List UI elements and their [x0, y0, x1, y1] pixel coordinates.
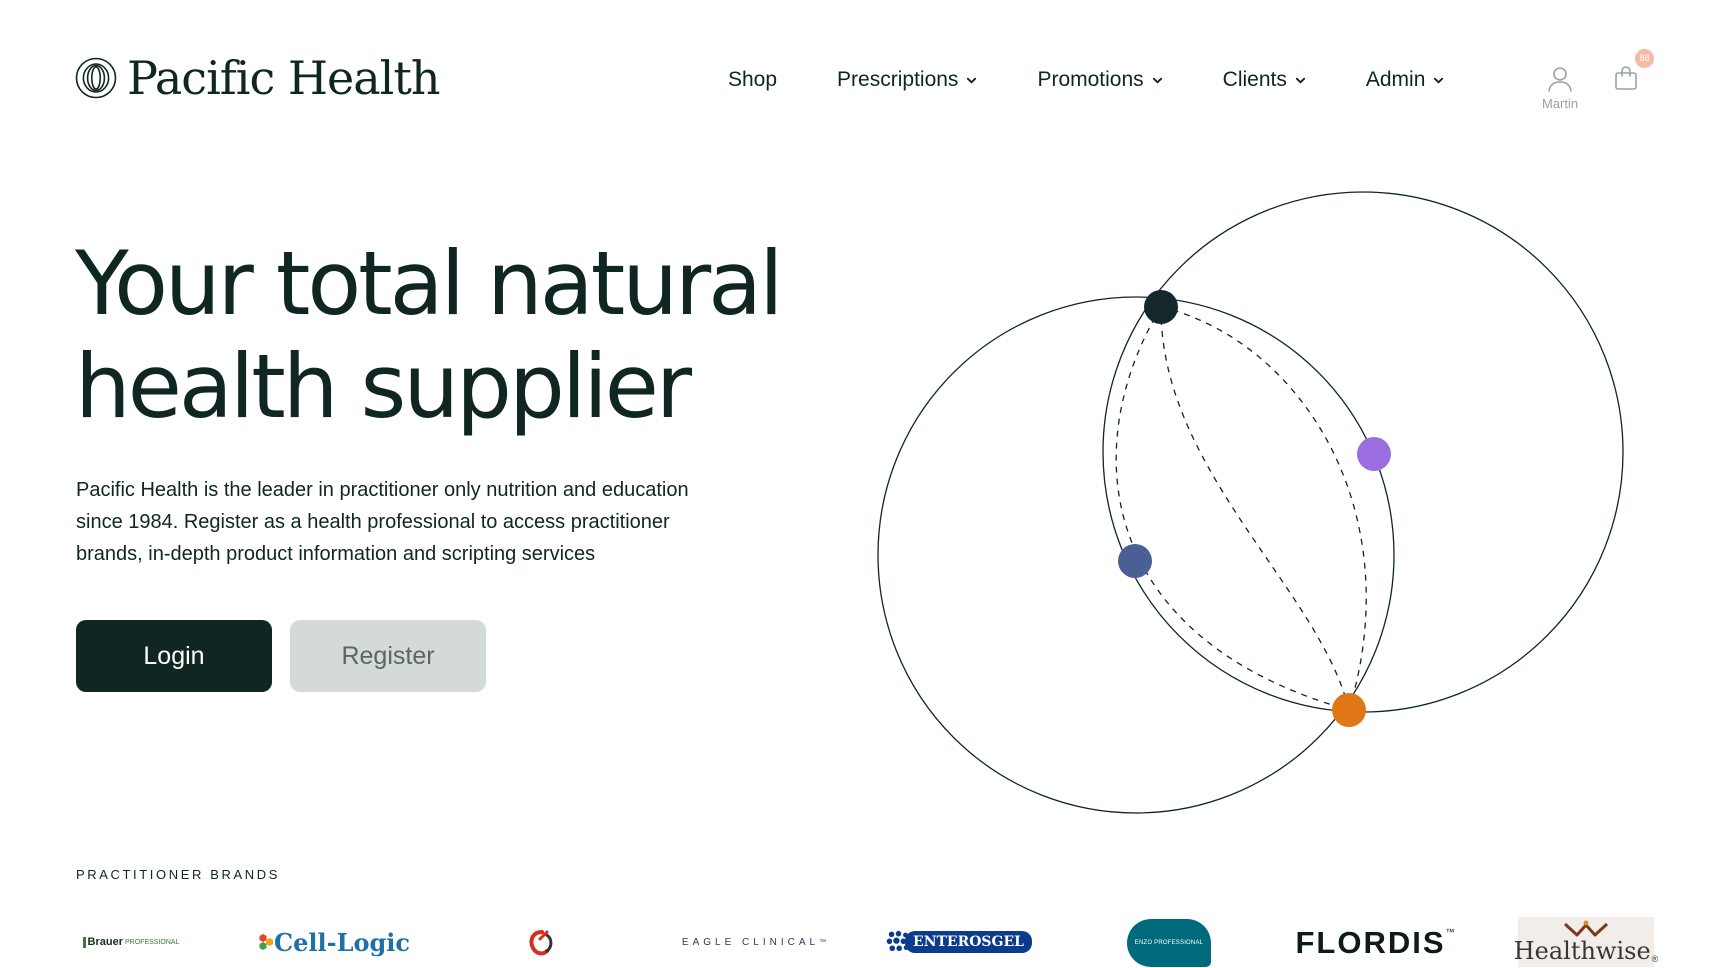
brand-flordis-tm: ™	[1445, 927, 1455, 937]
brand-brauer-sub: PROFESSIONAL	[125, 938, 180, 946]
user-icon	[1548, 67, 1572, 92]
brand-healthwise[interactable]: Healthwise ®	[1514, 917, 1658, 967]
nav-prescriptions-label: Prescriptions	[837, 68, 959, 91]
brand-enterosgel-name: ENTEROSGEL	[905, 931, 1032, 953]
logo-mark-icon	[75, 57, 117, 99]
nav-shop[interactable]: Shop	[728, 68, 777, 92]
illustration-dot-top	[1144, 290, 1178, 324]
chevron-down-icon	[1152, 77, 1162, 83]
brand-healthwise-tm: ®	[1651, 954, 1659, 964]
shopping-bag-icon	[1615, 66, 1637, 90]
brand-enzo-professional-name: ENZO PROFESSIONAL	[1134, 940, 1204, 946]
hero-title-line-2: health supplier	[75, 335, 692, 438]
brand-brauer[interactable]: Brauer PROFESSIONAL	[76, 929, 186, 955]
hero-illustration	[877, 191, 1624, 814]
brauer-mark-icon	[82, 936, 86, 948]
nav-promotions-label: Promotions	[1037, 68, 1144, 91]
account-name: Martin	[1541, 96, 1579, 111]
designs-for-health-logo-icon	[529, 930, 553, 956]
cell-logic-mark-icon	[259, 933, 274, 951]
nav-shop-label: Shop	[728, 68, 778, 91]
account-button[interactable]: Martin	[1530, 64, 1590, 111]
brand-name: Pacific Health	[127, 51, 440, 105]
brand-brauer-name: Brauer	[87, 936, 123, 948]
illustration-dot-left	[1118, 544, 1152, 578]
register-button[interactable]: Register	[290, 620, 486, 692]
main-nav: Shop Prescriptions Promotions Clients Ad…	[728, 68, 1444, 92]
illustration-circle-left	[877, 296, 1395, 814]
brand-eagle-clinical[interactable]: EAGLE CLINICAL ™	[676, 929, 826, 955]
cart-count-badge: 88	[1635, 49, 1654, 68]
brand-enzo-professional[interactable]: ENZO PROFESSIONAL	[1127, 919, 1211, 967]
cart-button[interactable]: 88	[1612, 49, 1654, 96]
nav-clients-label: Clients	[1222, 68, 1287, 91]
brand-healthwise-name: Healthwise	[1513, 937, 1651, 965]
brand-flordis-name: FLORDIS	[1295, 925, 1446, 960]
brand-cell-logic-name: Cell-Logic	[274, 927, 410, 957]
site-header: Pacific Health Shop Prescriptions Promot…	[0, 0, 1720, 165]
hero-title-line-1: Your total natural	[75, 232, 784, 335]
illustration-dot-bottom	[1332, 693, 1366, 727]
nav-admin-label: Admin	[1365, 68, 1426, 91]
illustration-dot-right	[1357, 437, 1391, 471]
brand-enterosgel[interactable]: ENTEROSGEL	[886, 925, 1032, 959]
chevron-down-icon	[967, 77, 977, 83]
login-button[interactable]: Login	[76, 620, 272, 692]
brand-flordis[interactable]: FLORDIS ™	[1295, 923, 1454, 963]
brand-cell-logic[interactable]: Cell-Logic	[258, 921, 410, 963]
hero-title: Your total natural health supplier	[75, 232, 835, 438]
brands-title: PRACTITIONER BRANDS	[76, 867, 280, 882]
nav-admin[interactable]: Admin	[1366, 68, 1445, 92]
nav-promotions[interactable]: Promotions	[1037, 68, 1162, 92]
chevron-down-icon	[1434, 77, 1444, 83]
brands-row: Brauer PROFESSIONAL Cell-Logic EAGLE CLI…	[0, 915, 1720, 968]
brand-eagle-clinical-name: EAGLE CLINICAL	[681, 936, 820, 948]
brand-logo[interactable]: Pacific Health	[75, 55, 440, 101]
nav-prescriptions[interactable]: Prescriptions	[837, 68, 977, 92]
brand-eagle-clinical-tm: ™	[819, 938, 827, 946]
brand-designs-for-health[interactable]	[522, 923, 562, 963]
chevron-down-icon	[1295, 77, 1305, 83]
hero-description: Pacific Health is the leader in practiti…	[76, 479, 689, 565]
healthwise-chevron-icon	[1563, 920, 1609, 937]
illustration-dashed-paths	[1115, 306, 1367, 711]
nav-clients[interactable]: Clients	[1223, 68, 1306, 92]
